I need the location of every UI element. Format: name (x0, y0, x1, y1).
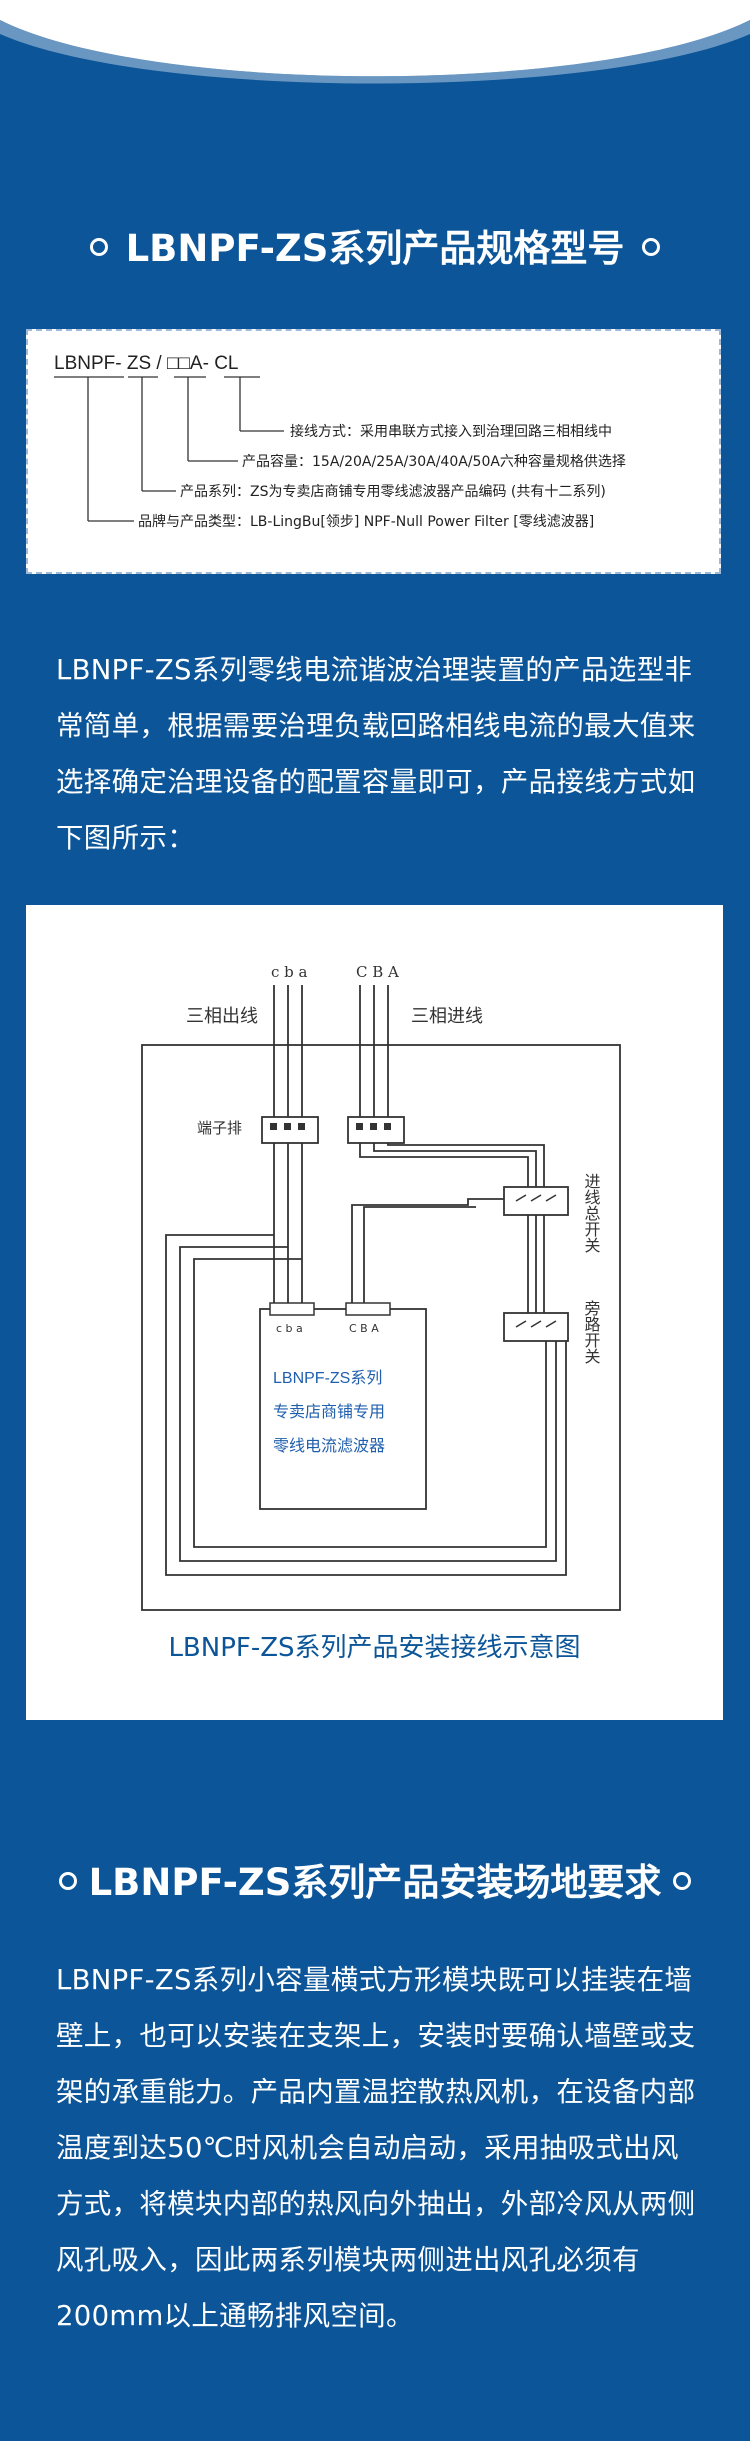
wiring-diagram-panel: c b a C B A 三相出线 三相进线 端子排 (26, 905, 723, 1720)
spec-bracket-lines (54, 376, 284, 522)
spec-line-capacity: 产品容量：15A/20A/25A/30A/40A/50A六种容量规格供选择 (242, 453, 626, 470)
label-main-switch: 进线总开关 (582, 1173, 601, 1253)
device-line-3: 零线电流滤波器 (273, 1437, 385, 1455)
device-line-2: 专卖店商铺专用 (273, 1403, 385, 1421)
device-label-cba: c b a (276, 1322, 303, 1335)
wiring-diagram: c b a C B A 三相出线 三相进线 端子排 (141, 963, 621, 1611)
section1-title: LBNPF-ZS系列产品规格型号 (125, 227, 625, 270)
ring-left-icon (89, 237, 108, 256)
device-label-cba-upper: C B A (349, 1322, 379, 1335)
model-code: LBNPF- ZS / □□A- CL (54, 353, 238, 374)
enclosure-outline (141, 1044, 621, 1611)
spec-line-wiring: 接线方式：采用串联方式接入到治理回路三相相线中 (290, 423, 612, 440)
section2-title: LBNPF-ZS系列产品安装场地要求 (88, 1861, 662, 1904)
label-three-phase-out: 三相出线 (186, 1006, 258, 1027)
label-bypass-switch: 旁路开关 (582, 1300, 601, 1364)
filter-device (259, 1308, 427, 1510)
spec-model-box: LBNPF- ZS / □□A- CL 接线方式：采用串联方式接入到治理回路三相… (26, 329, 721, 574)
bypass-switch (503, 1312, 569, 1342)
main-switch (503, 1186, 569, 1216)
ring-right-icon (673, 1871, 692, 1890)
label-terminal-block: 端子排 (197, 1119, 242, 1137)
intro-paragraph: LBNPF-ZS系列零线电流谐波治理装置的产品选型非常简单，根据需要治理负载回路… (56, 654, 696, 854)
label-three-phase-in: 三相进线 (411, 1006, 483, 1027)
spec-line-series: 产品系列：ZS为专卖店商铺专用零线滤波器产品编码 (共有十二系列) (180, 484, 606, 500)
ring-left-icon (58, 1871, 77, 1890)
section1-heading: LBNPF-ZS系列产品规格型号 (0, 224, 750, 274)
top-wave-decoration (0, 0, 750, 84)
device-line-1: LBNPF-ZS系列 (273, 1369, 382, 1387)
spec-line-brand: 品牌与产品类型：LB-LingBu[领步] NPF-Null Power Fil… (138, 513, 594, 530)
label-cba-output: c b a (271, 963, 308, 981)
ring-right-icon (642, 237, 661, 256)
section2-heading: LBNPF-ZS系列产品安装场地要求 (0, 1858, 750, 1908)
requirements-paragraph: LBNPF-ZS系列小容量横式方形模块既可以挂装在墙壁上，也可以安装在支架上，安… (56, 1964, 696, 2332)
wiring-caption: LBNPF-ZS系列产品安装接线示意图 (168, 1633, 581, 1663)
label-cba-input: C B A (356, 963, 399, 981)
spec-model-diagram: LBNPF- ZS / □□A- CL 接线方式：采用串联方式接入到治理回路三相… (54, 353, 626, 530)
